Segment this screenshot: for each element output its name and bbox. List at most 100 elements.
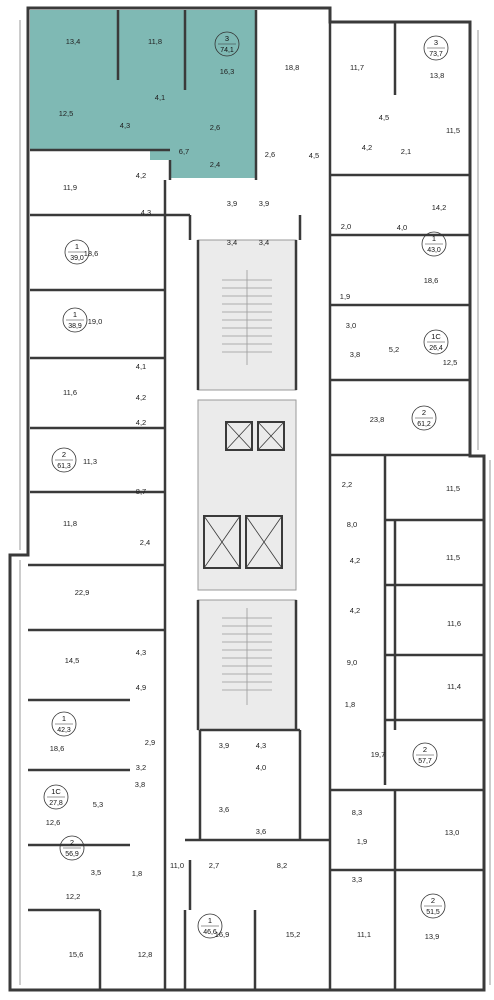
room-area-label: 3,5 [91,868,101,877]
room-area-label: 3,6 [219,805,229,814]
room-area-label: 3,2 [136,763,146,772]
stair-treads-top [222,270,272,365]
room-area-label: 2,1 [401,147,411,156]
badge-circle [421,231,447,257]
highlighted-apartment[interactable] [30,10,256,178]
apartment-badge[interactable]: 142,3 [51,711,77,737]
room-area-label: 13,0 [445,828,460,837]
room-area-label: 1,8 [345,700,355,709]
room-area-label: 22,9 [75,588,90,597]
badge-rooms: 2 [431,896,435,905]
outer-wall [8,6,486,992]
room-area-label: 11,8 [148,37,162,46]
room-area-label: 12,8 [138,950,153,959]
room-area-label: 12,2 [66,892,81,901]
apartment-badge[interactable]: 257,7 [412,742,438,768]
room-area-label: 12,5 [59,109,74,118]
apartment-badge[interactable]: 261,2 [411,405,437,431]
room-area-label: 11,5 [446,553,460,562]
room-area-label: 3,8 [350,350,360,359]
room-area-label: 4,2 [350,606,360,615]
badge-area: 26,4 [429,345,443,352]
badge-rooms: 1 [62,714,66,723]
apartment-badge[interactable]: 374,1 [214,31,240,57]
apartment-badge[interactable]: 138,9 [62,307,88,333]
badge-area: 38,9 [68,323,82,330]
badge-rooms: 2 [422,408,426,417]
room-area-label: 4,3 [120,121,130,130]
room-area-label: 18,6 [50,744,65,753]
room-area-label: 14,2 [432,203,447,212]
badge-rooms: 3 [434,38,438,47]
room-area-label: 3,0 [346,321,356,330]
room-area-label: 5,2 [389,345,399,354]
room-area-label: 4,3 [136,648,146,657]
room-area-label: 4,3 [141,208,151,217]
room-area-label: 3,4 [259,238,269,247]
badge-area: 39,0 [70,255,84,262]
badge-rooms: 1 [432,234,436,243]
room-area-label: 11,0 [170,861,184,870]
room-area-label: 2,6 [210,123,220,132]
room-area-label: 13,4 [66,37,81,46]
apartment-badge[interactable]: 373,7 [423,35,449,61]
apartment-badge[interactable]: 251,5 [420,893,446,919]
room-area-label: 1,9 [340,292,350,301]
badge-circle [43,784,69,810]
room-area-label: 5,3 [93,800,103,809]
badge-area: 74,1 [220,47,234,54]
apartment-badge[interactable]: 143,0 [421,231,447,257]
apartment-badge[interactable]: 261,3 [51,447,77,473]
badge-rooms: 1 [73,310,77,319]
room-area-label: 11,6 [447,619,461,628]
room-area-label: 11,1 [357,930,371,939]
room-area-label: 2,6 [265,150,275,159]
badge-circle [51,711,77,737]
room-area-label: 11,4 [447,682,461,691]
room-area-label: 8,7 [136,487,146,496]
room-area-label: 8,3 [352,808,362,817]
badge-area: 56,9 [65,851,79,858]
room-area-label: 3,4 [227,238,237,247]
badge-circle [420,893,446,919]
room-area-label: 6,7 [179,147,189,156]
room-area-label: 4,2 [362,143,372,152]
room-area-label: 13,8 [430,71,445,80]
badge-rooms: 2 [423,745,427,754]
room-area-label: 3,6 [256,827,266,836]
room-area-label: 4,2 [136,171,146,180]
room-area-label: 18,6 [424,276,439,285]
room-area-label: 4,3 [256,741,266,750]
badge-rooms: 1С [51,787,61,796]
room-area-label: 3,8 [135,780,145,789]
room-area-label: 11,7 [350,63,364,72]
room-area-label: 4,5 [379,113,389,122]
apartment-badge[interactable]: 256,9 [59,835,85,861]
room-area-label: 4,2 [136,393,146,402]
room-area-label: 19,0 [88,317,103,326]
room-area-label: 23,8 [370,415,385,424]
apartment-badge[interactable]: 139,0 [64,239,90,265]
room-area-label: 2,2 [342,480,352,489]
room-area-label: 2,0 [341,222,351,231]
room-area-label: 15,2 [286,930,301,939]
badge-circle [423,35,449,61]
room-area-label: 1,9 [357,837,367,846]
badge-circle [197,913,223,939]
interior-walls [28,10,484,990]
badge-area: 27,8 [49,800,63,807]
apartment-badges: 374,1373,7139,0143,0138,91С26,4261,2261,… [43,31,449,939]
badge-circle [423,329,449,355]
room-area-label: 4,2 [136,418,146,427]
elevator-1 [225,421,253,451]
room-area-label: 15,6 [69,950,84,959]
apartment-badge[interactable]: 1С 27,8 [43,784,69,810]
room-area-label: 2,9 [145,738,155,747]
apartment-badge[interactable]: 146,6 [197,913,223,939]
room-area-label: 4,2 [350,556,360,565]
badge-circle [411,405,437,431]
room-area-label: 11,6 [63,388,77,397]
badge-rooms: 1 [208,916,212,925]
